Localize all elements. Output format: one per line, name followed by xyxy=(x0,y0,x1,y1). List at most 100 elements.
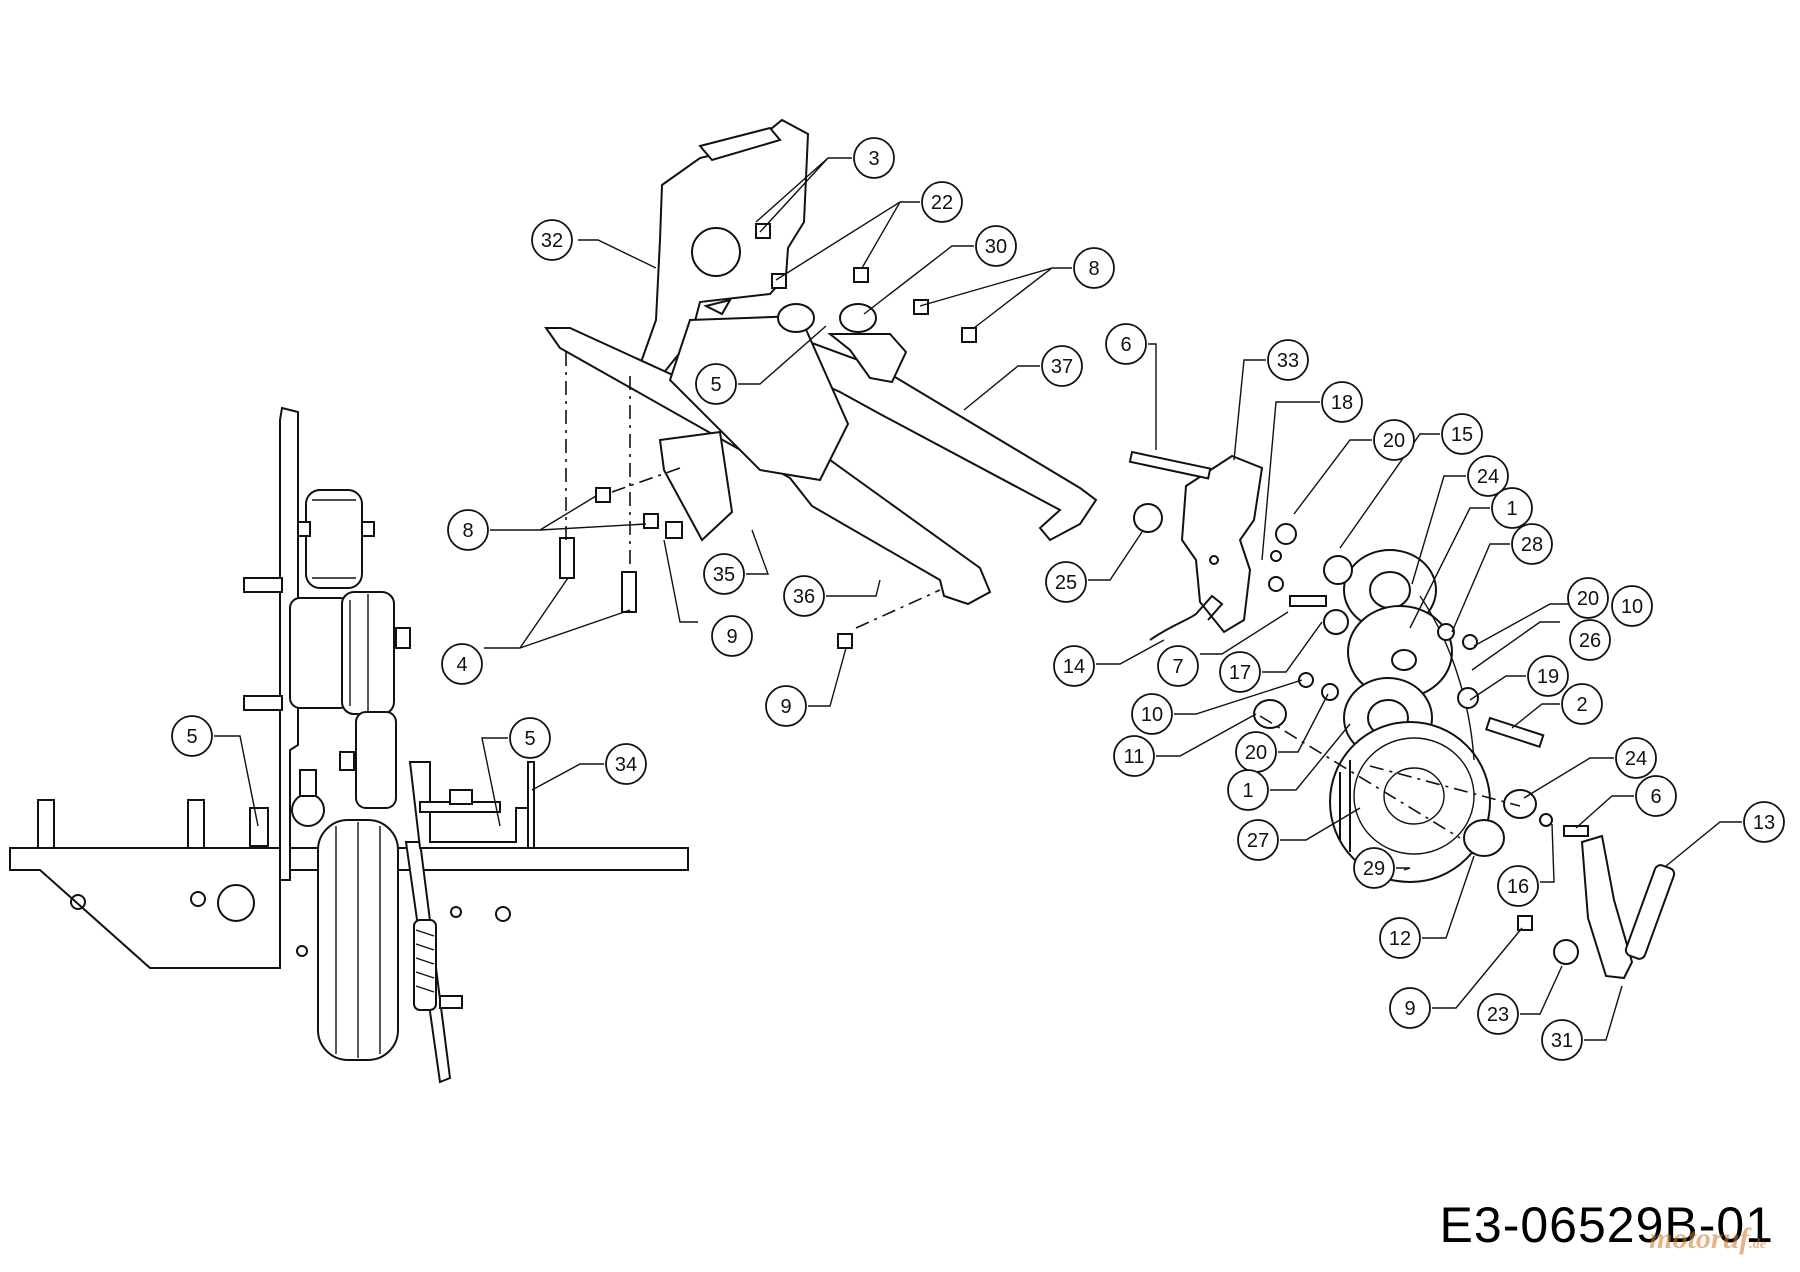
callout-label: 4 xyxy=(456,654,467,676)
bolt xyxy=(595,487,611,503)
spring-13 xyxy=(1624,864,1676,960)
callout-label: 15 xyxy=(1451,424,1473,446)
callout-label: 24 xyxy=(1477,466,1499,488)
bolt xyxy=(665,521,683,539)
washer-15 xyxy=(1270,550,1282,562)
callout-circle xyxy=(1373,419,1415,461)
callout-circle xyxy=(1073,247,1115,289)
callout-c20c: 20 xyxy=(1235,731,1277,773)
callout-label: 30 xyxy=(985,236,1007,258)
callout-c10a: 10 xyxy=(1611,585,1653,627)
callout-circle xyxy=(765,685,807,727)
callout-c9c: 9 xyxy=(1389,987,1431,1029)
callout-c30: 30 xyxy=(975,225,1017,267)
plate-hole xyxy=(691,227,741,277)
idler-bracket-33 xyxy=(1180,454,1264,634)
bearing-bracket xyxy=(827,333,908,384)
bolt xyxy=(771,273,787,289)
callout-circle xyxy=(975,225,1017,267)
bolt-6 xyxy=(1128,450,1212,480)
callout-circle xyxy=(1113,735,1155,777)
callout-circle xyxy=(1561,683,1603,725)
pulley-exploded-view xyxy=(1128,450,1676,980)
callout-circle xyxy=(703,553,745,595)
callout-label: 6 xyxy=(1650,786,1661,808)
callout-c9b: 9 xyxy=(765,685,807,727)
callout-c37: 37 xyxy=(1041,345,1083,387)
callout-label: 8 xyxy=(1088,258,1099,280)
callout-label: 7 xyxy=(1172,656,1183,678)
watermark-logo: motoruf.de xyxy=(1649,1222,1766,1256)
callout-label: 19 xyxy=(1537,666,1559,688)
callout-circle xyxy=(695,363,737,405)
callout-label: 35 xyxy=(713,564,735,586)
callout-c26: 26 xyxy=(1569,619,1611,661)
callout-c36: 36 xyxy=(783,575,825,617)
callout-c19: 19 xyxy=(1527,655,1569,697)
callout-c8a: 8 xyxy=(1073,247,1115,289)
callout-label: 5 xyxy=(186,726,197,748)
callout-label: 11 xyxy=(1124,746,1145,768)
idler-arm-31 xyxy=(1580,834,1634,980)
coil-spring xyxy=(291,793,325,827)
callout-circle xyxy=(1569,619,1611,661)
callout-circle xyxy=(1511,523,1553,565)
callout-c16: 16 xyxy=(1497,865,1539,907)
callout-label: 12 xyxy=(1389,928,1411,950)
callout-circle xyxy=(1053,645,1095,687)
callout-c20b: 20 xyxy=(1567,577,1609,619)
callout-circle xyxy=(1353,847,1395,889)
watermark-tld: .de xyxy=(1749,1237,1766,1252)
callout-c6b: 6 xyxy=(1635,775,1677,817)
bolt xyxy=(961,327,977,343)
callout-c33: 33 xyxy=(1267,339,1309,381)
bracket-34 xyxy=(527,761,535,849)
callout-c12: 12 xyxy=(1379,917,1421,959)
callout-c5a: 5 xyxy=(695,363,737,405)
callout-circle xyxy=(1615,737,1657,779)
frame-hole xyxy=(495,906,511,922)
bolt xyxy=(837,633,853,649)
callout-circle xyxy=(1237,819,1279,861)
callout-label: 9 xyxy=(1404,998,1415,1020)
callout-circle xyxy=(1105,323,1147,365)
drawing-code: E3-06529B-01 xyxy=(1439,1197,1774,1253)
callout-c23: 23 xyxy=(1477,993,1519,1035)
callout-circle xyxy=(1467,455,1509,497)
watermark-text: motoruf xyxy=(1649,1222,1750,1255)
callout-circle xyxy=(1611,585,1653,627)
belt-26 xyxy=(1419,595,1475,761)
callout-circle xyxy=(1131,693,1173,735)
spacer-24-upper xyxy=(1323,555,1353,585)
callout-c11: 11 xyxy=(1113,735,1155,777)
callout-c24b: 24 xyxy=(1615,737,1657,779)
callout-label: 9 xyxy=(780,696,791,718)
callout-circle xyxy=(1527,655,1569,697)
lower-idler-pulley xyxy=(355,711,397,809)
callout-c13: 13 xyxy=(1743,801,1785,843)
callout-c20a: 20 xyxy=(1373,419,1415,461)
frame-hole xyxy=(190,891,206,907)
callout-c1a: 1 xyxy=(1491,487,1533,529)
callout-c7: 7 xyxy=(1157,645,1199,687)
callout-label: 23 xyxy=(1487,1004,1509,1026)
callout-circle xyxy=(1267,339,1309,381)
side-view-assembly xyxy=(9,406,689,1084)
callout-c34: 34 xyxy=(605,743,647,785)
bolt-17 xyxy=(1289,595,1327,607)
callout-circle xyxy=(605,743,647,785)
callout-c32: 32 xyxy=(531,219,573,261)
frame-rail-side xyxy=(9,847,689,969)
callout-c22: 22 xyxy=(921,181,963,223)
washer-20b xyxy=(1437,623,1455,641)
callout-c1b: 1 xyxy=(1227,769,1269,811)
callout-c18: 18 xyxy=(1321,381,1363,423)
callout-label: 37 xyxy=(1051,356,1073,378)
washer-20c xyxy=(1321,683,1339,701)
callout-circle xyxy=(171,715,213,757)
callout-label: 5 xyxy=(710,374,721,396)
callout-circle xyxy=(1041,345,1083,387)
callout-label: 32 xyxy=(541,230,563,252)
callout-label: 36 xyxy=(793,586,815,608)
